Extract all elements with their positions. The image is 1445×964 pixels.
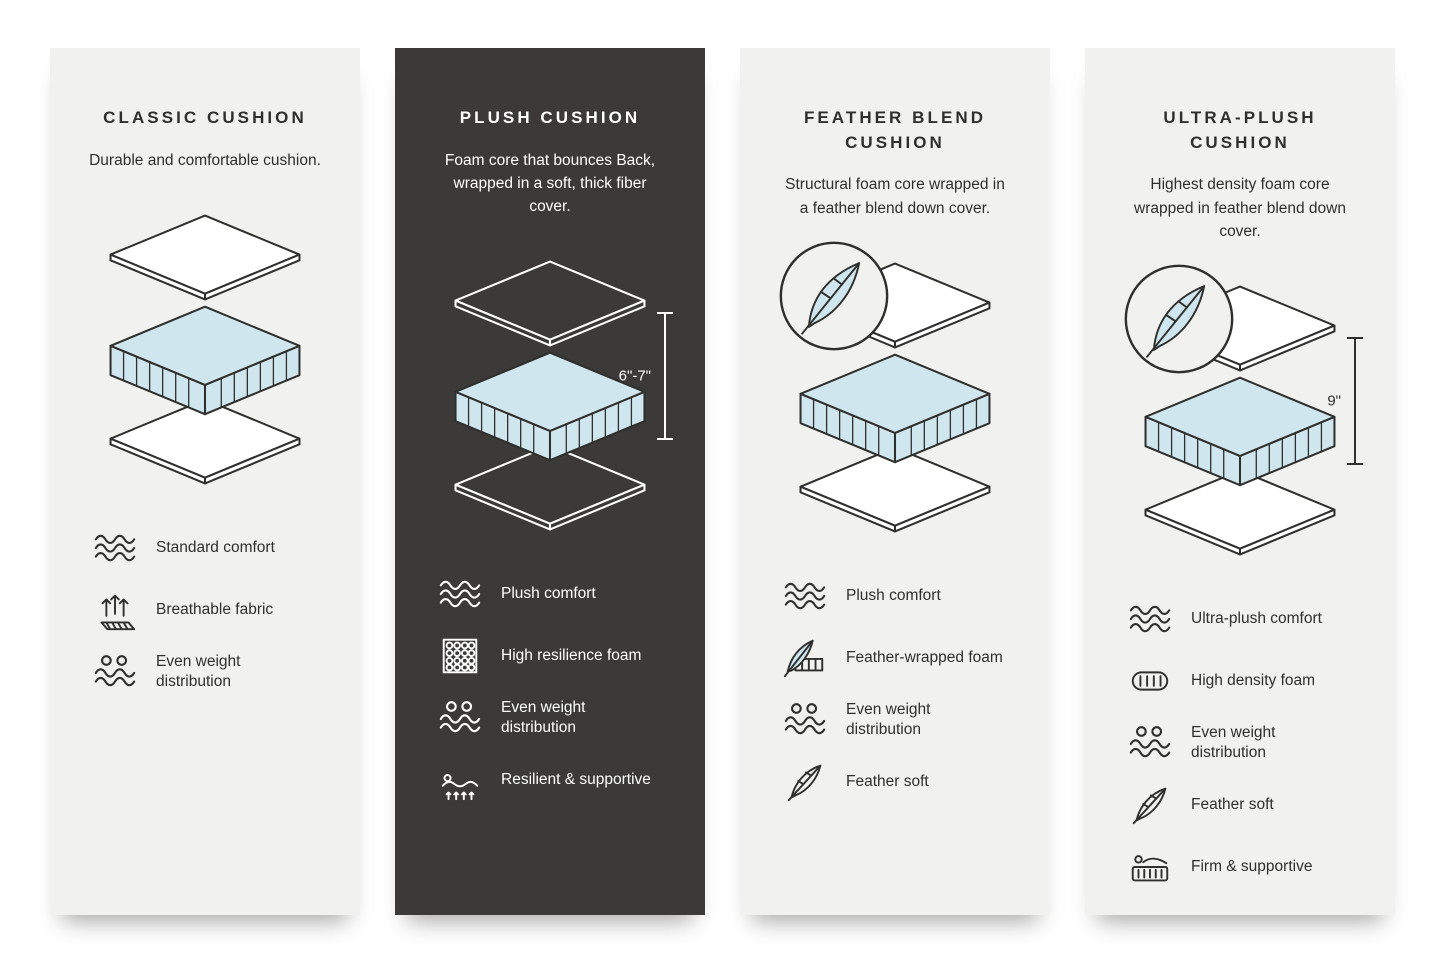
dimension-cap	[657, 438, 673, 441]
feature-label: Even weight distribution	[1191, 723, 1276, 762]
dimension-cap	[1347, 463, 1363, 466]
even-weight-icon	[437, 695, 485, 741]
feature-row: Ultra-plush comfort	[1127, 595, 1361, 643]
waves-icon	[1127, 596, 1175, 642]
feature-label: Resilient & supportive	[501, 771, 651, 789]
card-description: Structural foam core wrapped in a feathe…	[785, 176, 1005, 217]
feature-list: Plush comfort High resilience foam Even …	[429, 570, 671, 804]
feature-label: Standard comfort	[156, 538, 275, 556]
feature-list: Ultra-plush comfort High density foam Ev…	[1119, 595, 1361, 891]
feature-list: Standard comfort Breathable fabric Even …	[84, 524, 326, 696]
resilient-supportive-icon	[437, 757, 485, 803]
card-title: CLASSIC CUSHION	[103, 108, 307, 127]
cushion-layers-diagram: 9"	[1119, 265, 1363, 567]
card-classic-cushion: CLASSIC CUSHION Durable and comfortable …	[50, 48, 360, 915]
feature-row: Firm & supportive	[1127, 843, 1361, 891]
breathable-fabric-icon	[92, 587, 140, 633]
feature-row: Feather soft	[782, 758, 1016, 806]
feature-row: High density foam	[1127, 657, 1361, 705]
dimension-label: 9"	[1327, 392, 1341, 410]
feature-label: Breathable fabric	[156, 600, 274, 618]
card-description: Foam core that bounces Back, wrapped in …	[444, 151, 656, 216]
card-ultra-plush-cushion: ULTRA-PLUSH CUSHION Highest density foam…	[1085, 48, 1395, 915]
waves-icon	[437, 571, 485, 617]
feature-row: Plush comfort	[782, 572, 1016, 620]
card-description: Durable and comfortable cushion.	[89, 151, 321, 169]
feature-label: Feather soft	[1191, 795, 1274, 813]
feature-label: High resilience foam	[501, 647, 642, 665]
cushion-layers-icon	[99, 202, 311, 487]
cushion-layers-diagram	[774, 242, 1016, 544]
dimension-line	[664, 314, 666, 439]
feature-row: High resilience foam	[437, 632, 671, 680]
card-plush-cushion: PLUSH CUSHION Foam core that bounces Bac…	[395, 48, 705, 915]
waves-icon	[782, 573, 830, 619]
feature-label: Feather-wrapped foam	[846, 648, 1003, 666]
feature-label: High density foam	[1191, 671, 1316, 689]
even-weight-icon	[92, 649, 140, 695]
height-dimension: 9"	[1327, 337, 1363, 466]
even-weight-icon	[1127, 720, 1175, 766]
feather-badge-icon	[776, 238, 892, 354]
cushion-comparison-infographic: CLASSIC CUSHION Durable and comfortable …	[50, 48, 1395, 915]
feather-icon	[782, 759, 830, 805]
feature-row: Resilient & supportive	[437, 756, 671, 804]
feather-icon	[1127, 782, 1175, 828]
waves-icon	[92, 525, 140, 571]
feature-row: Even weight distribution	[437, 694, 671, 742]
cushion-layers-diagram	[84, 194, 326, 496]
card-title: FEATHER BLEND CUSHION	[803, 108, 987, 152]
feature-label: Plush comfort	[501, 585, 596, 603]
feather-wrapped-foam-icon	[782, 635, 830, 681]
dimension-cap	[1347, 337, 1363, 340]
feature-label: Plush comfort	[846, 586, 941, 604]
high-density-foam-icon	[1127, 658, 1175, 704]
feature-label: Even weight distribution	[846, 700, 931, 738]
feature-label: Ultra-plush comfort	[1191, 609, 1322, 627]
feature-label: Feather soft	[846, 772, 929, 790]
feature-row: Even weight distribution	[1127, 719, 1361, 767]
feature-row: Feather-wrapped foam	[782, 634, 1016, 682]
feature-row: Even weight distribution	[782, 696, 1016, 744]
card-description: Highest density foam core wrapped in fea…	[1134, 176, 1346, 240]
feature-row: Plush comfort	[437, 570, 671, 618]
cushion-layers-diagram: 6"-7"	[429, 240, 673, 542]
feature-list: Plush comfort Feather-wrapped foam Even …	[774, 572, 1016, 806]
feature-row: Standard comfort	[92, 524, 326, 572]
feature-label: Even weight distribution	[156, 652, 241, 690]
dimension-line	[1354, 339, 1356, 464]
feature-row: Even weight distribution	[92, 648, 326, 696]
dimension-cap	[657, 312, 673, 315]
high-resilience-foam-icon	[437, 633, 485, 679]
card-feather-blend-cushion: FEATHER BLEND CUSHION Structural foam co…	[740, 48, 1050, 915]
firm-supportive-icon	[1127, 844, 1175, 890]
feature-label: Firm & supportive	[1191, 857, 1313, 875]
even-weight-icon	[782, 697, 830, 743]
feature-row: Feather soft	[1127, 781, 1361, 829]
card-title: ULTRA-PLUSH CUSHION	[1163, 108, 1317, 152]
feather-badge-icon	[1121, 261, 1237, 377]
feature-row: Breathable fabric	[92, 586, 326, 634]
feature-label: Even weight distribution	[501, 699, 586, 737]
height-dimension: 6"-7"	[619, 312, 673, 441]
cushion-layers-icon	[444, 249, 656, 534]
card-title: PLUSH CUSHION	[459, 108, 641, 127]
dimension-label: 6"-7"	[618, 367, 651, 385]
